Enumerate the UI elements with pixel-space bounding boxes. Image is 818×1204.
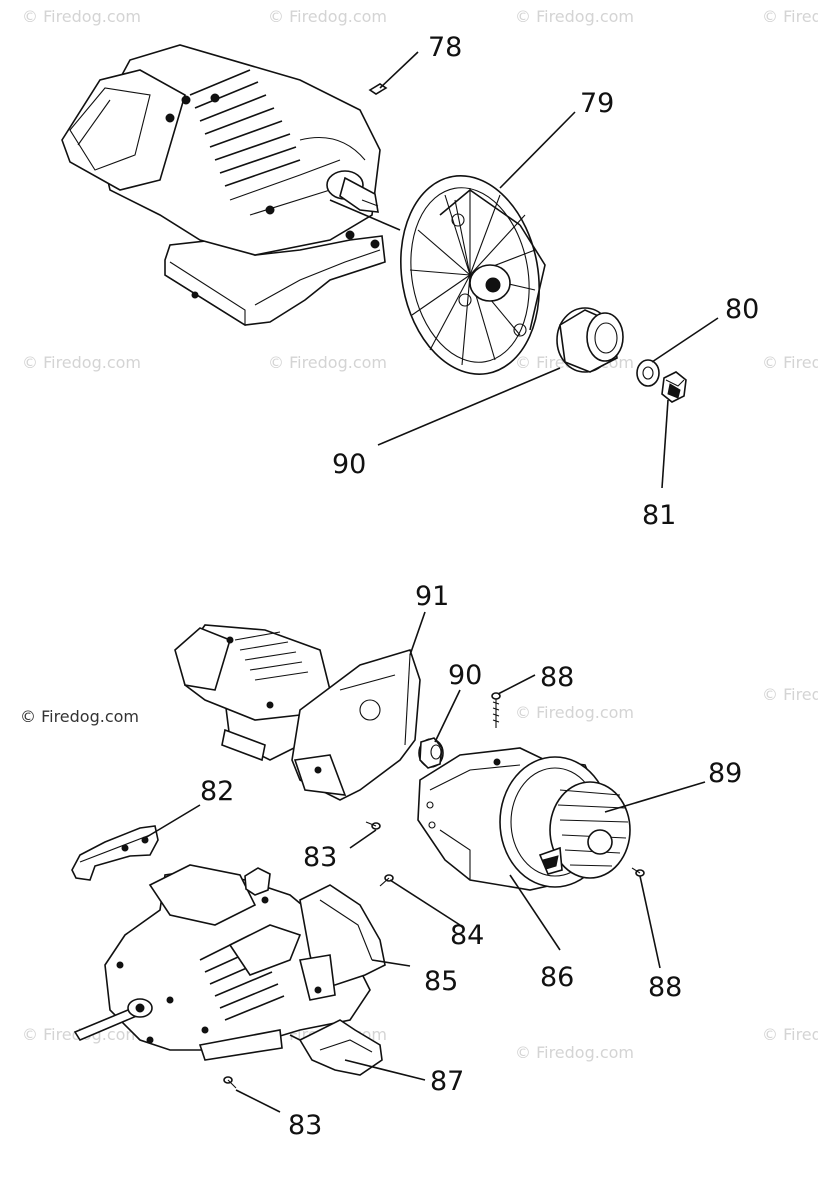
callout-91: 91 bbox=[415, 581, 449, 612]
part-90-sleeve-bottom bbox=[418, 737, 444, 769]
watermark: © Firedog.com bbox=[762, 7, 818, 26]
callout-86: 86 bbox=[540, 962, 574, 993]
watermark: © Firedog.com bbox=[762, 685, 818, 704]
watermark: © Firedog.com bbox=[762, 353, 818, 372]
callout-83-upper: 83 bbox=[303, 842, 337, 873]
part-91-shroud bbox=[291, 649, 421, 801]
callout-90-top: 90 bbox=[332, 449, 366, 480]
watermark: © Firedog.com bbox=[268, 7, 387, 26]
engine-block-top bbox=[61, 44, 386, 326]
part-80-washer bbox=[636, 359, 660, 387]
watermark: © Firedog.com bbox=[22, 7, 141, 26]
callout-88-lower: 88 bbox=[648, 972, 682, 1003]
shaft-axis-line bbox=[329, 199, 401, 231]
callout-78: 78 bbox=[428, 32, 462, 63]
callout-89: 89 bbox=[708, 758, 742, 789]
callout-81: 81 bbox=[642, 500, 676, 531]
watermark: © Firedog.com bbox=[268, 353, 387, 372]
part-87-baffle bbox=[298, 1019, 383, 1076]
leader-lines-bottom bbox=[144, 611, 706, 1113]
part-88-screw-upper bbox=[491, 692, 501, 728]
watermark: © Firedog.com bbox=[762, 1025, 818, 1044]
watermark: © Firedog.com bbox=[515, 703, 634, 722]
callout-80: 80 bbox=[725, 294, 759, 325]
watermark: © Firedog.com bbox=[515, 7, 634, 26]
callout-82: 82 bbox=[200, 776, 234, 807]
callout-88-upper: 88 bbox=[540, 662, 574, 693]
part-88-screw-lower bbox=[631, 867, 645, 877]
leader-lines-top bbox=[377, 51, 719, 489]
callout-87: 87 bbox=[430, 1066, 464, 1097]
part-83-screw-lower bbox=[223, 1076, 237, 1089]
part-85-cylinder-shroud bbox=[299, 884, 386, 1001]
part-79-flywheel bbox=[400, 175, 546, 375]
callout-85: 85 bbox=[424, 966, 458, 997]
callout-labels: 78 79 80 81 90 91 90 88 89 82 83 84 85 8… bbox=[200, 32, 759, 1141]
callout-83-lower: 83 bbox=[288, 1110, 322, 1141]
watermark: © Firedog.com bbox=[22, 353, 141, 372]
callout-84: 84 bbox=[450, 920, 484, 951]
callout-90-bottom: 90 bbox=[448, 660, 482, 691]
part-84-screw bbox=[379, 874, 394, 887]
part-81-nut bbox=[661, 371, 687, 403]
part-82-bracket bbox=[71, 825, 159, 881]
engine-block-large bbox=[73, 864, 371, 1061]
part-83-screw-upper bbox=[365, 821, 381, 830]
firedog-credit: © Firedog.com bbox=[20, 707, 139, 726]
part-89-recoil-starter bbox=[499, 756, 631, 888]
callout-79: 79 bbox=[580, 88, 614, 119]
watermark: © Firedog.com bbox=[515, 1043, 634, 1062]
part-90-cup-top bbox=[556, 307, 624, 373]
